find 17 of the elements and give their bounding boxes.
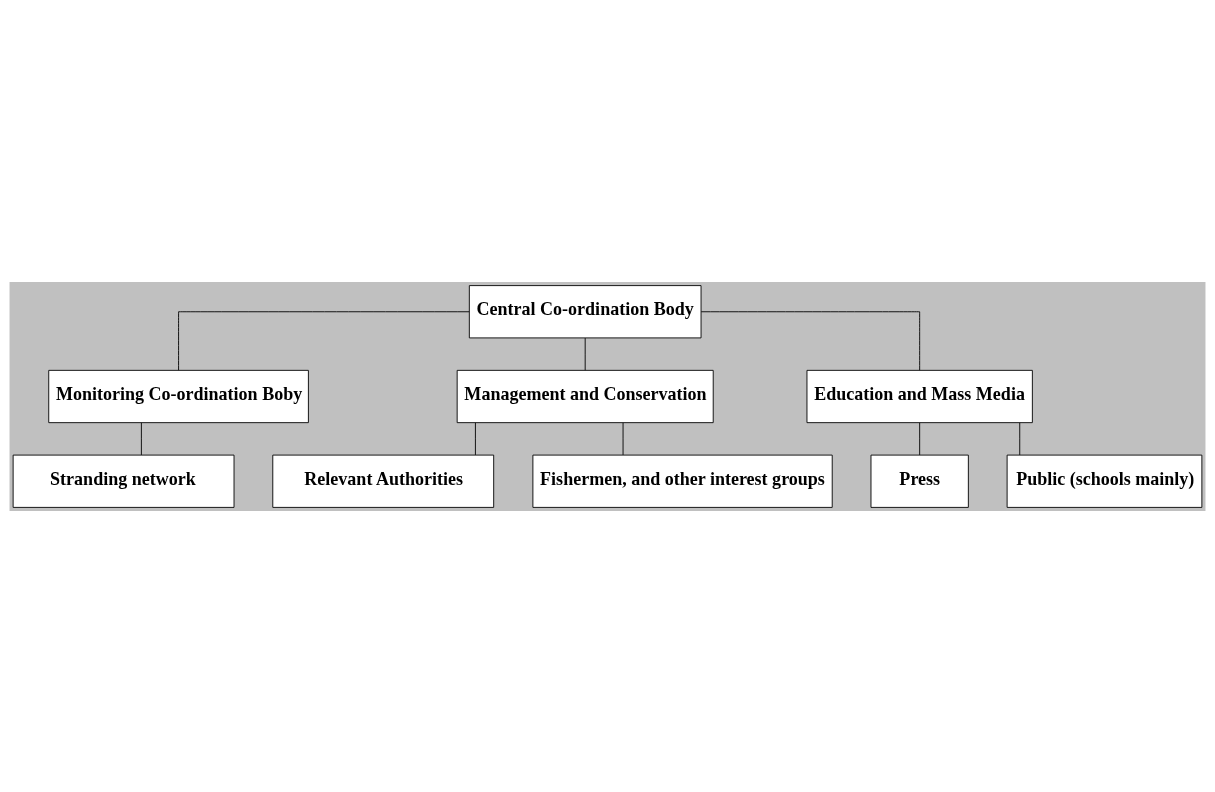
connector <box>474 421 476 455</box>
connector <box>1019 421 1021 455</box>
connector <box>178 310 470 371</box>
node-box: Monitoring Co-ordination Boby <box>48 369 309 423</box>
node-box: Public (schools mainly) <box>1006 454 1203 508</box>
node-box: Press <box>870 454 969 508</box>
connector <box>140 421 142 455</box>
connector <box>700 310 921 371</box>
connector <box>622 421 624 455</box>
node-box: Education and Mass Media <box>806 369 1033 423</box>
connector <box>584 337 586 371</box>
connector <box>919 421 921 455</box>
node-box: Management and Conservation <box>456 369 714 423</box>
node-box: Stranding network <box>12 454 235 508</box>
node-box: Central Co-ordination Body <box>468 284 702 338</box>
node-box: Relevant Authorities <box>272 454 495 508</box>
node-box: Fishermen, and other interest groups <box>532 454 833 508</box>
